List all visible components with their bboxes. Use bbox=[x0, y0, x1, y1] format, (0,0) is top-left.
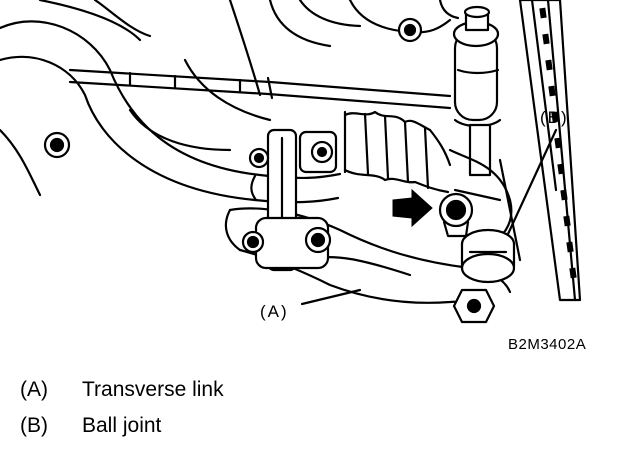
legend-text-a: Transverse link bbox=[82, 378, 224, 401]
legend-item-a: (A) Transverse link bbox=[14, 376, 614, 412]
stabilizer-link bbox=[241, 128, 338, 272]
ball-joint bbox=[460, 228, 516, 284]
brake-disc bbox=[518, 0, 582, 302]
callout-a: (A) bbox=[260, 302, 289, 321]
callout-b: (B) bbox=[540, 108, 569, 127]
steering-knuckle bbox=[448, 148, 522, 262]
arrow-indicator bbox=[392, 188, 433, 228]
tie-rod bbox=[68, 68, 452, 110]
cv-boot bbox=[343, 110, 452, 194]
leader-line-a bbox=[300, 288, 362, 306]
legend-key-a: (A) bbox=[20, 378, 48, 401]
legend-key-b: (B) bbox=[20, 414, 48, 437]
frame-bolt bbox=[397, 17, 423, 43]
frame-outline bbox=[0, 0, 460, 197]
link-end-bolt bbox=[452, 288, 496, 324]
ball-joint-nut bbox=[438, 192, 474, 238]
legend: (A) Transverse link (B) Ball joint bbox=[14, 376, 614, 448]
frame-bolt bbox=[43, 131, 71, 159]
leader-line-b bbox=[506, 128, 558, 236]
legend-item-b: (B) Ball joint bbox=[14, 412, 614, 448]
tie-rod-end bbox=[452, 5, 502, 177]
legend-text-b: Ball joint bbox=[82, 414, 162, 437]
figure-code: B2M3402A bbox=[508, 336, 586, 353]
